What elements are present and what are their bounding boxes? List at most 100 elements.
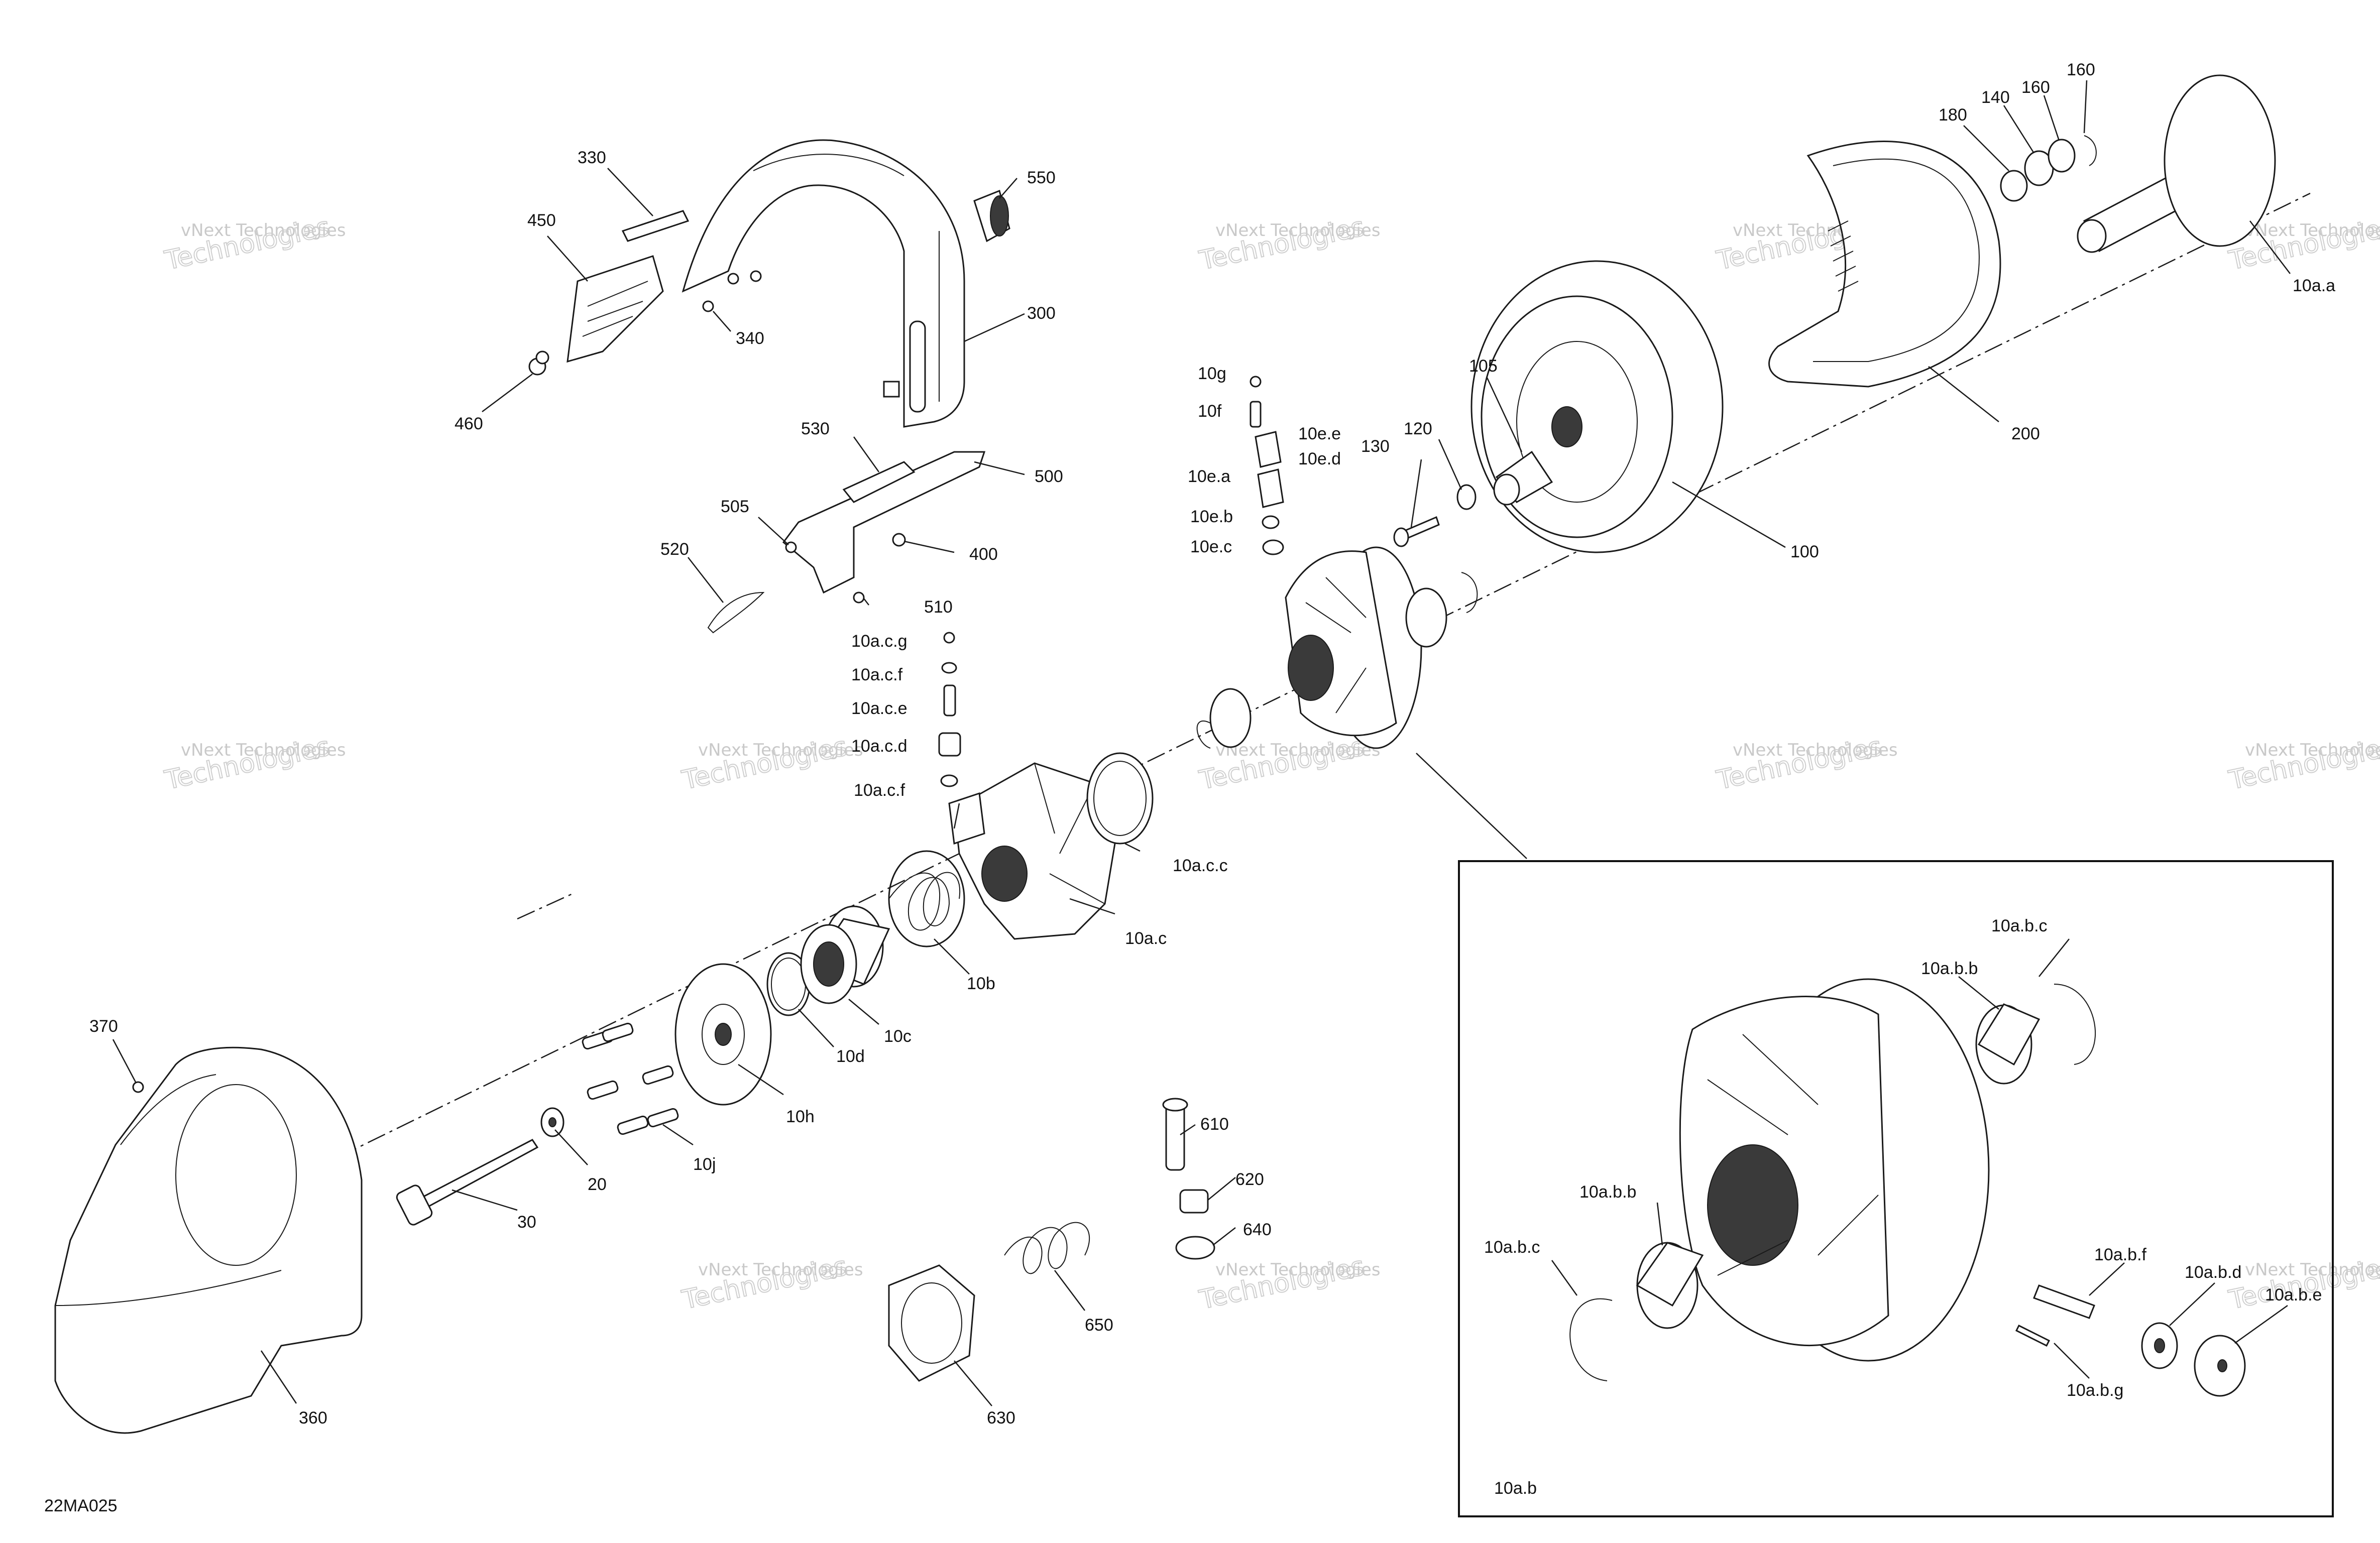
leader [999, 178, 1017, 199]
ring-160 [2048, 139, 2076, 173]
callout-10acf: 10a.c.f [851, 665, 903, 684]
clip-330-body [621, 210, 690, 242]
pin-520 [707, 591, 765, 634]
sheave-100-ring [1516, 341, 1638, 503]
leader [112, 1039, 137, 1083]
bolt-130 [1393, 516, 1440, 547]
callout-10aa: 10a.a [2293, 276, 2335, 295]
cap-10h [674, 963, 772, 1106]
callout-520: 520 [660, 540, 689, 559]
circlip-10abc [1196, 721, 1211, 749]
cap-550-end [990, 195, 1009, 236]
screw-340 [750, 270, 762, 282]
bushing-105-end [1493, 473, 1520, 506]
washer-10acf [941, 662, 957, 674]
callout-300: 300 [1027, 304, 1056, 323]
callout-10abc-lower: 10a.b.c [1484, 1238, 1540, 1257]
watermark: vNext Technologies Technologies [2226, 1251, 2380, 1316]
bolt-30-head [396, 1184, 433, 1226]
callout-105: 105 [1469, 357, 1498, 376]
bolt-610-head [1162, 1098, 1188, 1112]
leader [1963, 125, 2009, 171]
inset-sheave [1679, 978, 1990, 1362]
callout-10eb: 10e.b [1190, 507, 1233, 526]
callout-160: 160 [2021, 78, 2050, 97]
bracket-ribs [582, 281, 648, 337]
screw-400 [892, 533, 906, 547]
callout-370: 370 [89, 1017, 118, 1036]
leader [2043, 95, 2060, 141]
screws-10j [582, 1022, 679, 1135]
arm-10ee [1255, 431, 1282, 468]
watermark: vNext Technologies Technologies [1196, 211, 1381, 277]
fixed-sheave-100 [1470, 260, 1724, 553]
leader [758, 517, 789, 545]
callout-10abc: 10a.b.c [1991, 916, 2048, 935]
sheave-100-hub [1551, 406, 1582, 447]
leader [934, 938, 970, 975]
callout-10c: 10c [884, 1027, 912, 1046]
spider-10ac-bore [981, 846, 1028, 902]
callout-120: 120 [1404, 419, 1432, 438]
screw-510 [853, 591, 865, 604]
nut-10ec [1262, 539, 1284, 555]
belt-200 [1768, 141, 2001, 388]
bracket-450 [566, 255, 664, 363]
shaft-10aa-flange [2164, 74, 2276, 247]
loose-parts [888, 1098, 1215, 1382]
leader [688, 557, 724, 603]
leader [2089, 1262, 2125, 1296]
washer-640 [1175, 1236, 1215, 1260]
inset-bushing-10abb-upper-body [1977, 1003, 2041, 1066]
callout-10abd: 10a.b.d [2185, 1263, 2241, 1282]
callout-505: 505 [721, 497, 749, 516]
watermark-text: vNext Technologies [2245, 740, 2380, 760]
watermark: vNext Technologies Technologies [162, 731, 346, 796]
watermark-text: vNext Technologies [1215, 220, 1381, 241]
inset-leader [1416, 753, 1527, 859]
inset-circlip-10abc-upper [2054, 984, 2096, 1065]
leader [713, 311, 731, 332]
callout-30: 30 [517, 1213, 536, 1232]
leader [662, 1124, 694, 1146]
shaft-30 [396, 1139, 539, 1226]
spider-10ac [948, 762, 1116, 940]
leader [863, 598, 869, 606]
screw-10j [587, 1080, 619, 1100]
belt-200-inner [1813, 158, 1980, 362]
spring-10b-body [888, 850, 965, 947]
watermark: vNext Technologies Technologies [1714, 731, 1898, 796]
callout-10abe: 10a.b.e [2265, 1285, 2322, 1304]
watermark-text: vNext Technologies [2245, 1260, 2380, 1280]
leader [1438, 439, 1462, 490]
leader [848, 999, 879, 1025]
leader [1069, 898, 1115, 915]
leader [2054, 1343, 2090, 1379]
gasket-630-bore [901, 1282, 962, 1364]
leader [2169, 1282, 2215, 1326]
spring-10b-coils [888, 872, 961, 931]
bracket-group-500 [707, 451, 986, 634]
leader [1207, 1177, 1236, 1201]
callout-10ed: 10e.d [1298, 449, 1341, 468]
inset-sheave-hub [1707, 1144, 1798, 1266]
leader [1958, 976, 1999, 1010]
fastener-340 [702, 270, 762, 312]
watermark-text: vNext Technologies [181, 740, 346, 760]
leader [1486, 376, 1523, 452]
screw-10j [602, 1022, 634, 1042]
leader [903, 540, 955, 553]
callout-10abg: 10a.b.g [2067, 1381, 2123, 1400]
sheave-10ab-hub [1288, 635, 1334, 701]
watermark-text: vNext Technologies [2245, 220, 2380, 241]
upper-axis-line [517, 893, 573, 920]
leader [547, 235, 588, 282]
spider-10ac-ear [948, 792, 985, 845]
callout-610: 610 [1200, 1115, 1229, 1134]
cover-slot [883, 381, 900, 398]
spring-650 [1004, 1222, 1090, 1274]
leader [1124, 843, 1141, 852]
leader [1672, 481, 1786, 548]
leader [1551, 1260, 1578, 1296]
leader [798, 1009, 834, 1047]
